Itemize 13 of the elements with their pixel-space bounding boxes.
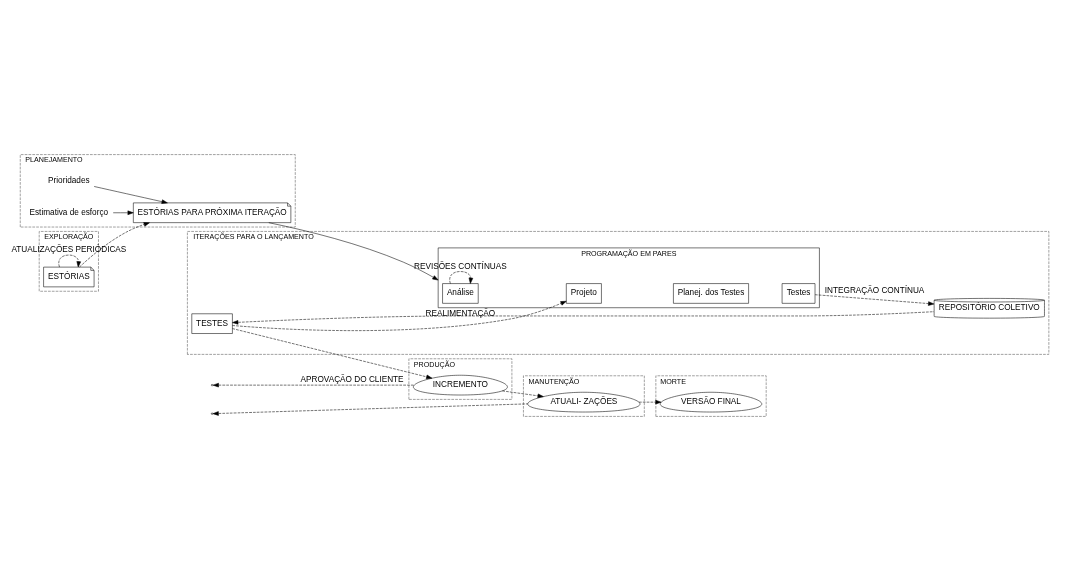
arrow [112, 210, 134, 215]
arrow [814, 293, 935, 306]
arrow [232, 310, 935, 325]
arrow [79, 221, 150, 267]
arrow [212, 382, 415, 387]
arrow [212, 403, 529, 416]
arrow [58, 254, 81, 267]
arrow [93, 185, 168, 204]
arrow [232, 327, 433, 379]
arrow [232, 300, 567, 331]
arrow [449, 270, 474, 284]
arrow [502, 390, 544, 398]
arrow [638, 399, 662, 404]
